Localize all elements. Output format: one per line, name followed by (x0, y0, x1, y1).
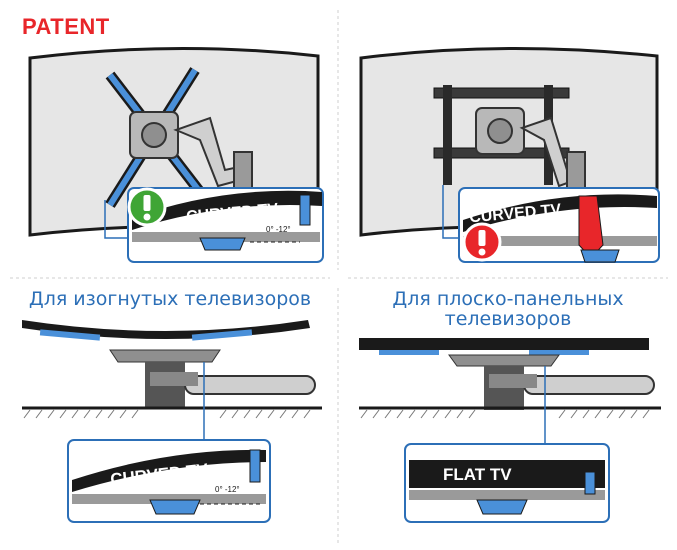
angle-label: 0° -12° (215, 485, 240, 494)
patent-label: PATENT (22, 14, 110, 39)
caption-flat-line2: телевизоров (444, 308, 572, 330)
wall-bracket (566, 151, 586, 193)
wall-hatch (360, 409, 650, 419)
caption-flat-line1: Для плоско-панельных (392, 288, 624, 310)
wall-bracket (233, 151, 253, 193)
bottom-left-illustration: 0° -12° CURVED TV (22, 320, 322, 523)
wall-hatch (23, 409, 311, 419)
top-left-illustration: 0° -12° CURVED TV (28, 46, 324, 263)
bottom-right-illustration: FLAT TV (359, 338, 661, 523)
flat-tv-side (359, 338, 649, 350)
angle-label: 0° -12° (266, 225, 291, 234)
caption-flat: Для плоско-панельных телевизоров (358, 289, 658, 329)
flat-tv-badge: FLAT TV (443, 465, 512, 484)
arm-tube (523, 375, 655, 395)
top-right-illustration: CURVED TV (359, 46, 660, 263)
caption-curved: Для изогнутых телевизоров (28, 288, 312, 310)
